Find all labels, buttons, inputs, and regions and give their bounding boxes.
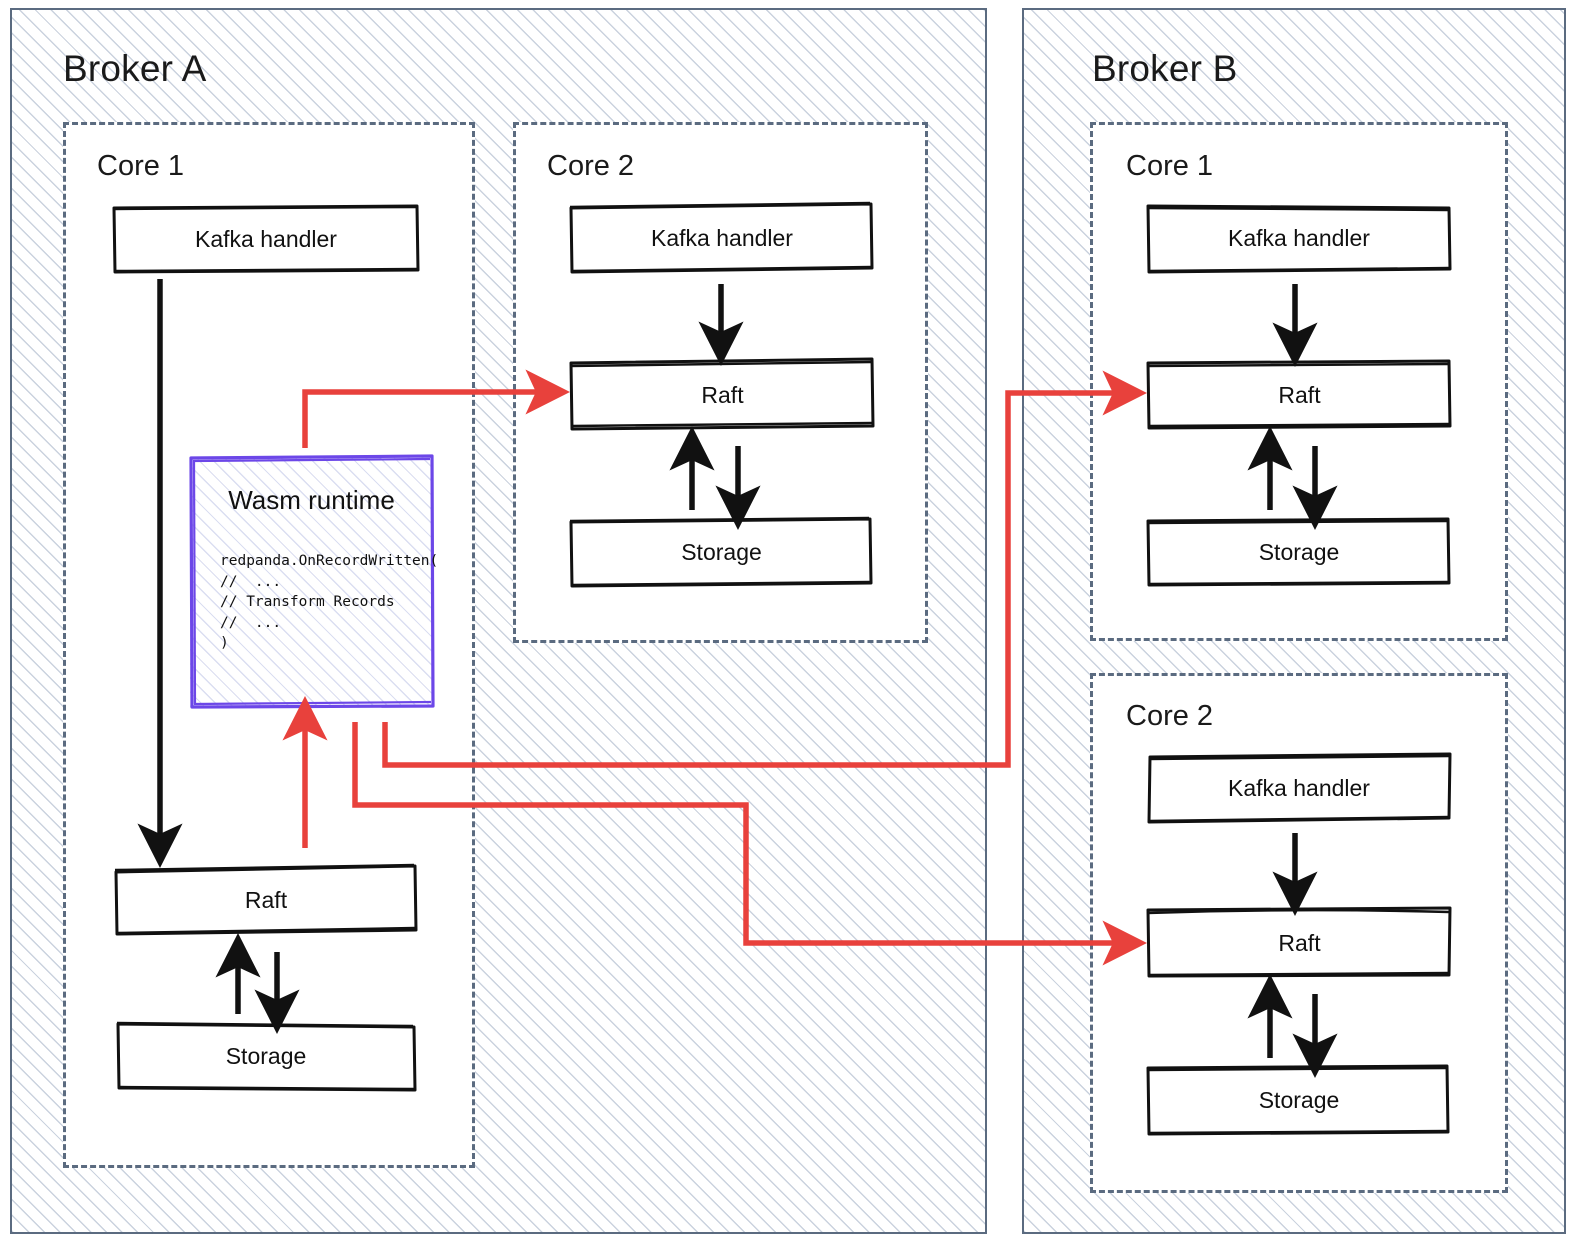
broker-b-core-1-kafka-handler-box: Kafka handler bbox=[1146, 204, 1452, 274]
box-label: Kafka handler bbox=[195, 225, 337, 252]
broker-a-core-1-title: Core 1 bbox=[97, 150, 185, 182]
broker-a-core-2-kafka-handler-box: Kafka handler bbox=[569, 201, 874, 274]
broker-a-core-1-storage-box: Storage bbox=[116, 1021, 417, 1092]
sketch-border bbox=[112, 204, 420, 274]
sketch-border bbox=[569, 201, 874, 274]
box-label: Kafka handler bbox=[1228, 225, 1370, 251]
wasm-runtime-box: Wasm runtime redpanda.OnRecordWritten( /… bbox=[189, 454, 438, 709]
box-label: Raft bbox=[244, 886, 288, 913]
broker-b-core-2-title: Core 2 bbox=[1126, 700, 1214, 732]
box-label: Storage bbox=[225, 1042, 307, 1069]
box-label: Raft bbox=[701, 381, 744, 408]
box-label: Kafka handler bbox=[651, 224, 793, 251]
broker-a-core-2-raft-box: Raft bbox=[569, 357, 875, 431]
broker-a-core-2-storage-box: Storage bbox=[569, 516, 873, 588]
broker-a-core-1-kafka-handler-box: Kafka handler bbox=[112, 204, 420, 274]
box-label: Kafka handler bbox=[1228, 775, 1370, 801]
box-label: Raft bbox=[1278, 381, 1321, 408]
broker-b-core-2-kafka-handler-box: Kafka handler bbox=[1147, 752, 1452, 824]
broker-a-title: Broker A bbox=[63, 48, 207, 89]
broker-b-core-2-raft-box: Raft bbox=[1146, 906, 1452, 978]
broker-a-core-2-title: Core 2 bbox=[547, 150, 635, 182]
sketch-border bbox=[1147, 752, 1452, 824]
broker-b-core-1-raft-box: Raft bbox=[1146, 359, 1452, 430]
box-label: Storage bbox=[1258, 1086, 1340, 1113]
broker-b-core-2-storage-box: Storage bbox=[1146, 1064, 1451, 1136]
broker-b-core-1-storage-box: Storage bbox=[1146, 517, 1451, 587]
broker-a-core-1-raft-box: Raft bbox=[114, 863, 418, 936]
broker-b-title: Broker B bbox=[1092, 48, 1238, 89]
wasm-runtime-title: Wasm runtime bbox=[228, 485, 395, 515]
sketch-border bbox=[1146, 204, 1452, 274]
wasm-runtime-code: redpanda.OnRecordWritten( // ... // Tran… bbox=[220, 553, 439, 652]
box-label: Storage bbox=[681, 538, 762, 565]
broker-b-core-1-title: Core 1 bbox=[1126, 150, 1214, 182]
box-label: Raft bbox=[1278, 929, 1321, 956]
box-label: Storage bbox=[1258, 538, 1340, 565]
